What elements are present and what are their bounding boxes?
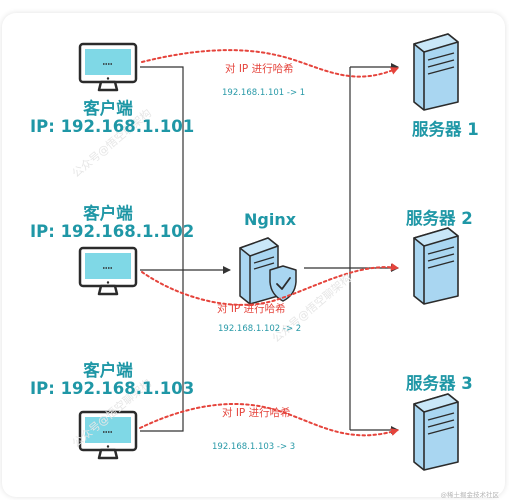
hash-mapping-3: 192.168.1.103 -> 3 bbox=[212, 442, 296, 452]
hash-mapping-2: 192.168.1.102 -> 2 bbox=[218, 324, 302, 334]
client-3-ip: IP: 192.168.1.103 bbox=[30, 379, 195, 398]
hash-mapping-1: 192.168.1.101 -> 1 bbox=[222, 88, 306, 98]
client-1-title: 客户端 bbox=[83, 99, 133, 118]
nginx-server-icon bbox=[239, 237, 297, 305]
client-3-title: 客户端 bbox=[83, 361, 133, 380]
client-to-nginx-connectors bbox=[140, 66, 231, 432]
hash-label-3: 对 IP 进行哈希 bbox=[222, 407, 291, 419]
client-2-title: 客户端 bbox=[83, 204, 133, 223]
source-credit: @稀土掘金技术社区 bbox=[440, 491, 500, 499]
server-icon-2 bbox=[413, 227, 459, 305]
server-3-label: 服务器 3 bbox=[406, 374, 473, 393]
server-2-label: 服务器 2 bbox=[406, 209, 473, 228]
nginx-label: Nginx bbox=[244, 210, 297, 229]
client-monitor-icon-1 bbox=[78, 42, 138, 92]
server-1-label: 服务器 1 bbox=[412, 120, 479, 139]
server-icon-3 bbox=[413, 393, 459, 471]
hash-label-1: 对 IP 进行哈希 bbox=[225, 63, 294, 75]
nginx-to-server-connectors bbox=[304, 63, 399, 434]
hash-route-paths bbox=[139, 49, 399, 437]
client-2-ip: IP: 192.168.1.102 bbox=[30, 222, 195, 241]
server-icon-1 bbox=[413, 33, 459, 111]
client-monitor-icon-2 bbox=[78, 246, 138, 296]
client-1-ip: IP: 192.168.1.101 bbox=[30, 117, 195, 136]
hash-label-2: 对 IP 进行哈希 bbox=[217, 303, 286, 315]
